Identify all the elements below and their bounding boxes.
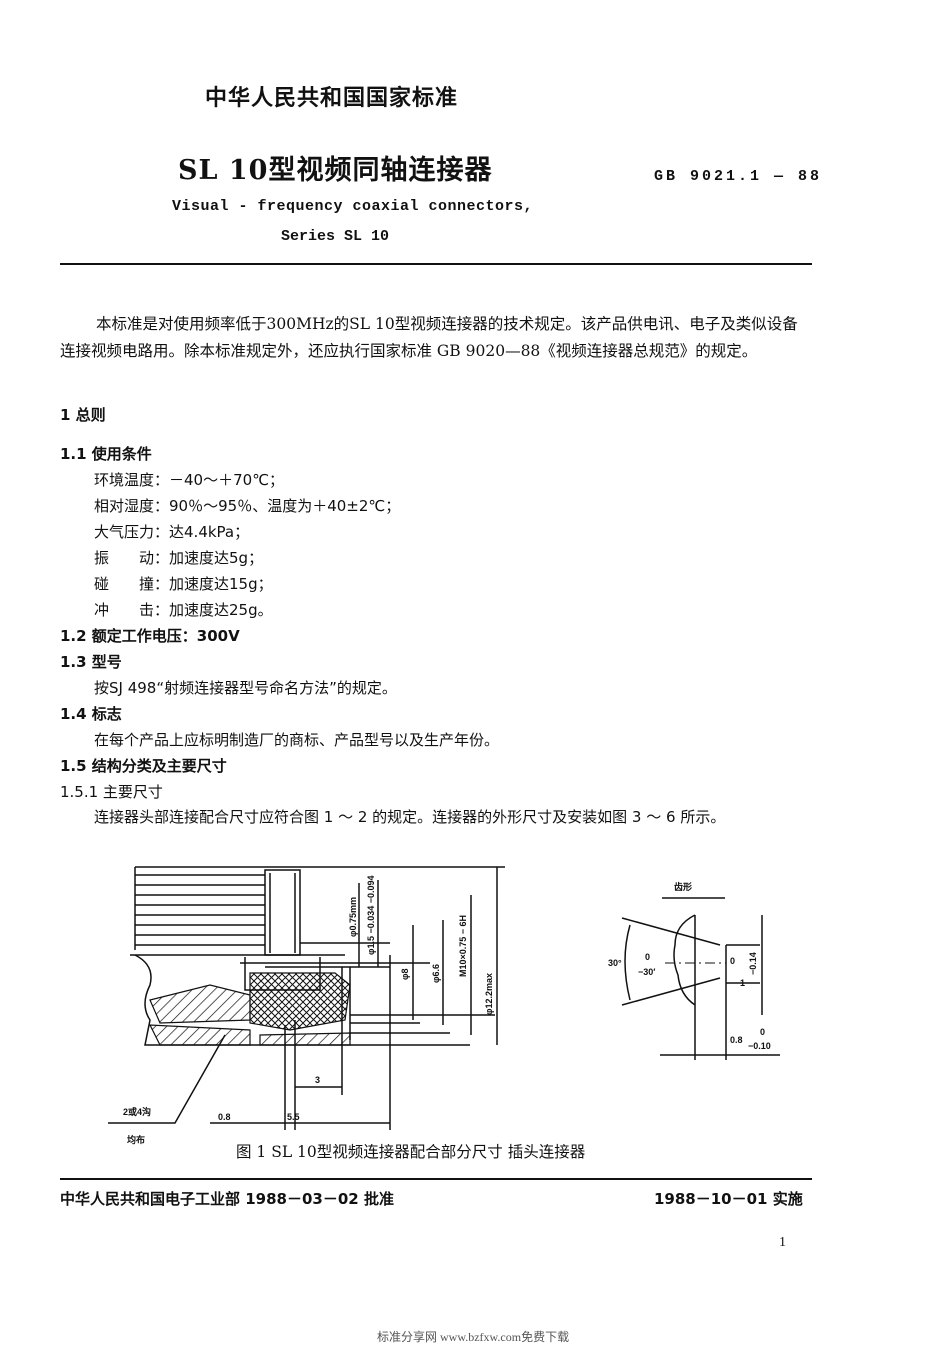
english-title-line2: Series SL 10 (281, 228, 390, 245)
dim-label-3: 3 (315, 1075, 321, 1085)
condition-value: 加速度达25g。 (169, 601, 273, 619)
effective-date: 1988－10－01 实施 (654, 1190, 803, 1208)
tooth-profile-drawing: 齿形 30° 0 −30′ 0 1 −0.14 0.8 0 −0.10 (600, 870, 790, 1060)
footer-divider (60, 1178, 812, 1180)
condition-label: 相对湿度： (94, 497, 170, 515)
tooth-angle-tol-upper: 0 (645, 952, 651, 962)
condition-row: 相对湿度：90％～95％、温度为＋40±2℃； (94, 495, 400, 516)
watermark-text: 标准分享网 www.bzfxw.com免费下载 (377, 1330, 570, 1344)
standard-org-heading: 中华人民共和国国家标准 (205, 86, 459, 111)
tooth-depth-tol-lower: −0.10 (748, 1041, 771, 1051)
document-title: SL 10型视频同轴连接器 (178, 155, 493, 186)
condition-label: 大气压力： (94, 523, 170, 541)
groove-note-line2: 均布 (127, 1135, 146, 1145)
condition-value: －40～＋70℃； (169, 471, 285, 489)
condition-row: 碰 撞：加速度达15g； (94, 573, 273, 594)
dim-label-phi-66: φ6.6 (431, 964, 441, 983)
section-1-1-heading: 1.1 使用条件 (60, 445, 152, 463)
page-number: 1 (779, 1235, 786, 1250)
groove-note-line1: 2或4沟 (123, 1107, 152, 1117)
section-1-4-text: 在每个产品上应标明制造厂的商标、产品型号以及生产年份。 (94, 731, 500, 749)
condition-label: 环境温度： (94, 471, 170, 489)
dim-label-08: 0.8 (218, 1112, 231, 1122)
section-1-2-heading: 1.2 额定工作电压：300V (60, 627, 240, 645)
section-1-5-1-heading: 1.5.1 主要尺寸 (60, 783, 163, 801)
standard-number: GB 9021.1 — 88 (654, 168, 823, 185)
condition-value: 达4.4kPa； (169, 523, 250, 541)
section-1-3-text: 按SJ 498“射频连接器型号命名方法”的规定。 (94, 679, 397, 697)
tooth-depth: 0.8 (730, 1035, 743, 1045)
condition-label: 振 动： (94, 549, 170, 567)
dim-label-phi-8: φ8 (400, 968, 410, 980)
tooth-width: 1 (740, 978, 746, 988)
condition-row: 大气压力：达4.4kPa； (94, 521, 249, 542)
header-divider (60, 263, 812, 265)
condition-value: 加速度达5g； (169, 549, 264, 567)
section-1-3-heading: 1.3 型号 (60, 653, 122, 671)
section-1-5-heading: 1.5 结构分类及主要尺寸 (60, 757, 227, 775)
tooth-angle-tol-lower: −30′ (638, 967, 656, 977)
approval-line: 中华人民共和国电子工业部 1988－03－02 批准 (60, 1190, 394, 1208)
tooth-width-tol-upper: 0 (730, 956, 736, 966)
section-1-4-heading: 1.4 标志 (60, 705, 122, 723)
intro-paragraph: 本标准是对使用频率低于300MHz的SL 10型视频连接器的技术规定。该产品供电… (60, 315, 798, 360)
condition-row: 环境温度：－40～＋70℃； (94, 469, 284, 490)
condition-row: 冲 击：加速度达25g。 (94, 599, 273, 620)
dim-label-55: 5.5 (287, 1112, 300, 1122)
condition-label: 碰 撞： (94, 575, 170, 593)
section-1-5-1-text: 连接器头部连接配合尺寸应符合图 1 ～ 2 的规定。连接器的外形尺寸及安装如图 … (94, 808, 726, 826)
tooth-profile-title: 齿形 (674, 882, 693, 892)
condition-row: 振 动：加速度达5g； (94, 547, 263, 568)
section-1-heading: 1 总则 (60, 406, 106, 424)
dim-label-phi-122: φ12.2max (484, 973, 494, 1015)
connector-cross-section-drawing: φ0.75mm φ1.5 −0.034 −0.094 φ8 φ6.6 M10×0… (100, 855, 520, 1145)
dim-label-phi-075: φ0.75mm (348, 897, 358, 937)
tooth-angle: 30° (608, 958, 622, 968)
dim-label-thread: M10×0.75 − 6H (458, 914, 468, 977)
tooth-depth-tol-upper: 0 (760, 1027, 766, 1037)
dim-label-phi-15: φ1.5 −0.034 −0.094 (366, 875, 376, 955)
figure-caption: 图 1 SL 10型视频连接器配合部分尺寸 插头连接器 (236, 1143, 586, 1161)
english-title-line1: Visual - frequency coaxial connectors, (172, 198, 534, 215)
condition-value: 加速度达15g； (169, 575, 273, 593)
condition-value: 90％～95％、温度为＋40±2℃； (169, 497, 401, 515)
tooth-width-tol-lower: −0.14 (748, 952, 758, 975)
condition-label: 冲 击： (94, 601, 170, 619)
